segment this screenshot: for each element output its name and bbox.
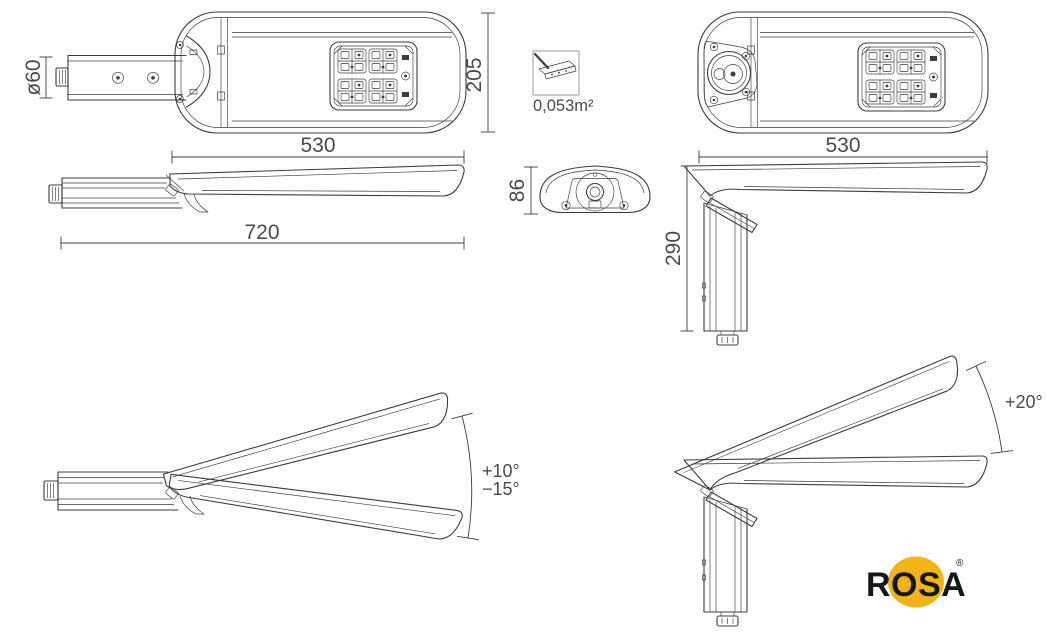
rosa-logo: ROSA ® — [866, 556, 966, 608]
overall-height-post-top-label: 290 — [662, 231, 685, 266]
hinge-bracket — [179, 495, 205, 515]
post-top-mount-plate — [703, 40, 758, 108]
overall-length-label: 720 — [244, 221, 279, 244]
spigot-bolt — [43, 480, 59, 501]
spigot-bolt — [48, 184, 63, 204]
tilt-diagram-post-top: +20° — [672, 354, 1043, 627]
housing-side-view — [169, 164, 465, 197]
housing-top-view — [174, 11, 467, 134]
tilt-range-arc — [965, 360, 1014, 454]
tilt-range-arc — [451, 412, 479, 541]
dimension-housing-length-side-entry: 530 — [171, 134, 465, 164]
led-module — [330, 42, 417, 110]
logo-text: ROSA — [866, 566, 966, 604]
spigot-diameter-label: ø60 — [22, 59, 45, 95]
side-view-post-top — [683, 161, 988, 346]
mounting-spigot — [67, 54, 187, 101]
tilt-hinge — [699, 190, 715, 204]
housing-tilted-up — [672, 354, 968, 501]
housing-top-view — [697, 11, 989, 134]
mounting-spigot — [57, 471, 179, 511]
housing-horizontal — [683, 455, 988, 491]
led-module — [858, 43, 945, 111]
logo-circle — [888, 556, 944, 608]
tilt-up-label: +10° — [482, 461, 520, 481]
top-view-post-top — [697, 11, 989, 134]
housing-length-post-top-label: 530 — [825, 134, 860, 157]
post-top-tilt-label: +20° — [1005, 392, 1043, 412]
housing-tilted-down — [167, 464, 464, 543]
housing-height-label: 86 — [506, 179, 529, 202]
dimension-overall-height-post-top: 290 — [662, 165, 694, 332]
post-adapter — [705, 491, 758, 528]
front-view — [539, 165, 651, 214]
spigot-bolt — [55, 67, 69, 87]
mounting-post — [702, 202, 748, 346]
windage-area-label: 0,053m² — [533, 97, 594, 115]
dimension-spigot-diameter: ø60 — [22, 56, 53, 99]
mounting-post — [702, 496, 748, 627]
housing-tilted-up — [160, 391, 455, 496]
registered-mark: ® — [956, 558, 964, 569]
hinge-bracket — [183, 193, 209, 213]
side-view-side-entry — [48, 164, 465, 213]
tilt-down-label: −15° — [482, 479, 520, 499]
housing-side-view — [683, 161, 988, 197]
dimension-overall-length: 720 — [60, 221, 465, 250]
windage-area-icon — [532, 50, 580, 96]
mounting-spigot — [61, 177, 183, 209]
dimension-housing-length-post-top: 530 — [698, 134, 988, 164]
tilt-diagram-side-entry: +10° −15° — [43, 391, 520, 543]
top-view-side-entry — [55, 11, 467, 134]
post-adapter — [705, 197, 758, 234]
tilt-hinge — [164, 183, 180, 197]
dimension-housing-width: 205 — [463, 12, 495, 133]
dimension-housing-height: 86 — [506, 166, 538, 215]
housing-length-side-entry-label: 530 — [300, 134, 335, 157]
housing-width-label: 205 — [463, 57, 486, 92]
